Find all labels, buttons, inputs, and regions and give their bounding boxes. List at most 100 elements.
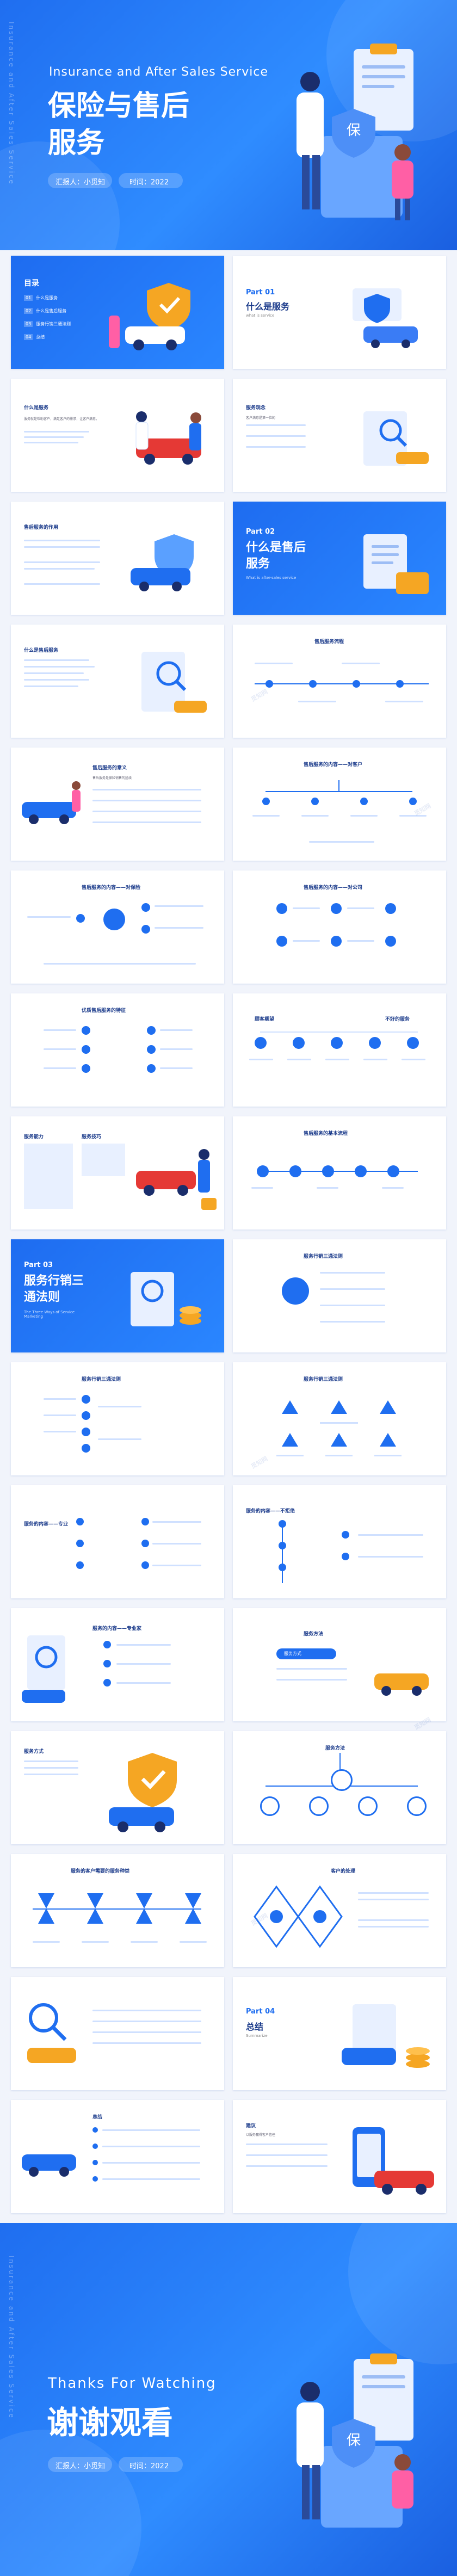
part-num: Part 02: [246, 528, 275, 536]
text-line: [24, 561, 100, 563]
text-line: [24, 672, 84, 674]
text-line: [44, 1414, 76, 1416]
date-label: 时间：2022: [129, 178, 169, 187]
slide-body: 以服务赢得客户信任: [246, 2133, 276, 2137]
slide-title: 什么是服务: [24, 405, 49, 411]
gear-icon: [103, 909, 125, 930]
part-num: Part 03: [24, 1261, 53, 1269]
text-line: [347, 907, 374, 909]
toc-num: 01: [24, 295, 33, 301]
slide-title: 售后服务的内容——对公司: [304, 885, 363, 891]
toc-num: 04: [24, 334, 33, 340]
text-line: [24, 1760, 78, 1762]
slide-body: 服务就是帮助客户，满足客户的需求，让客户满意。: [24, 417, 100, 421]
part-en: Summarize: [246, 2034, 268, 2038]
triangle-icons: [276, 1400, 402, 1456]
text-line: [358, 1899, 429, 1900]
toc-label: 总结: [36, 335, 45, 339]
handshake-illustration: [135, 411, 201, 465]
hub-line: [339, 1753, 341, 1775]
text-line: [102, 2146, 200, 2147]
hub-node: [309, 1796, 329, 1816]
text-line: [180, 1941, 207, 1943]
slide-title: 服务的内容——专业家: [92, 1626, 142, 1632]
flow-node: [293, 1037, 305, 1049]
circle-node: [141, 1518, 149, 1525]
text-line: [276, 1679, 347, 1681]
tree-node: [409, 798, 417, 805]
text-line: [102, 2178, 200, 2180]
repair-illustration: [136, 1149, 217, 1210]
text-line: [131, 1941, 158, 1943]
side-text: Insurance and After Sales Service: [8, 2256, 15, 2419]
cta-pill[interactable]: 服务方式: [276, 1648, 336, 1659]
circle-node: [147, 1026, 156, 1035]
ending-title: 谢谢观看: [47, 2404, 174, 2441]
date-pill: 时间：2022: [119, 173, 183, 188]
reporter-label: 汇报人：小觅知: [55, 2462, 106, 2470]
text-line: [246, 446, 306, 448]
text-line: [358, 1926, 429, 1928]
text-line: [24, 431, 89, 433]
slide-title: 服务技巧: [82, 1134, 102, 1140]
circle-node: [103, 1641, 111, 1648]
text-line: [116, 1663, 171, 1665]
text-line: [44, 1398, 76, 1400]
shield-badge: 保: [347, 122, 361, 139]
info-card: [24, 1144, 73, 1209]
coins-illustration: [131, 1272, 201, 1326]
car-shield-illustration: [131, 534, 194, 591]
text-line: [249, 1059, 273, 1060]
circle-node: [82, 1444, 90, 1453]
circle-node: [82, 1411, 90, 1420]
part-title: 什么是服务: [246, 301, 290, 312]
text-line: [358, 1919, 429, 1921]
toc-label: 什么是服务: [36, 295, 58, 300]
slide-title: 服务方式: [24, 1749, 44, 1755]
content-slide: 建议 以服务赢得客户信任: [233, 2100, 446, 2213]
text-line: [24, 659, 89, 661]
cover-slide: Insurance and After Sales Service Insura…: [0, 0, 457, 250]
process-node: [257, 1165, 269, 1177]
text-line: [350, 815, 378, 817]
slide-title: 售后服务的作用: [24, 525, 59, 530]
part-slide: Part 03 服务行销三通法则 The Three Ways of Servi…: [11, 1239, 224, 1352]
slide-title: 售后服务的内容——对保险: [82, 885, 141, 891]
reporter-pill: 汇报人：小觅知: [48, 2457, 112, 2472]
search-car-illustration: [363, 411, 429, 466]
chain-diagram: [254, 1885, 343, 1948]
flow-node: [342, 1531, 349, 1539]
text-line: [44, 1431, 76, 1432]
text-line: [24, 442, 78, 443]
flow-node: [255, 1037, 267, 1049]
circle-node: [103, 1679, 111, 1687]
tree-line: [265, 791, 412, 792]
toc-num: 02: [24, 308, 33, 314]
cover-title-line1: 保险与售后: [48, 90, 190, 122]
text-line: [44, 1048, 76, 1050]
toc-label: 服务行销三通法则: [36, 322, 71, 326]
service-illustration: [353, 288, 418, 348]
shield-badge: 保: [347, 2432, 361, 2449]
text-line: [287, 1059, 311, 1060]
process-node: [265, 680, 273, 688]
text-line: [155, 927, 203, 929]
check-icon: [92, 2176, 98, 2182]
text-line: [152, 1543, 201, 1545]
circle-node: [141, 1540, 149, 1547]
slide-title: 客户的处理: [331, 1869, 356, 1874]
hub-node: [407, 1796, 427, 1816]
decor-blob: [348, 2223, 457, 2364]
circle-node: [82, 1045, 90, 1054]
text-line: [24, 583, 100, 585]
ending-slide: Insurance and After Sales Service Thanks…: [0, 2223, 457, 2576]
text-line: [246, 424, 306, 426]
text-line: [155, 905, 203, 907]
reporter-label: 汇报人：小觅知: [55, 178, 106, 187]
text-line: [160, 1048, 193, 1050]
content-slide: 服务行销三通法则: [11, 1362, 224, 1475]
